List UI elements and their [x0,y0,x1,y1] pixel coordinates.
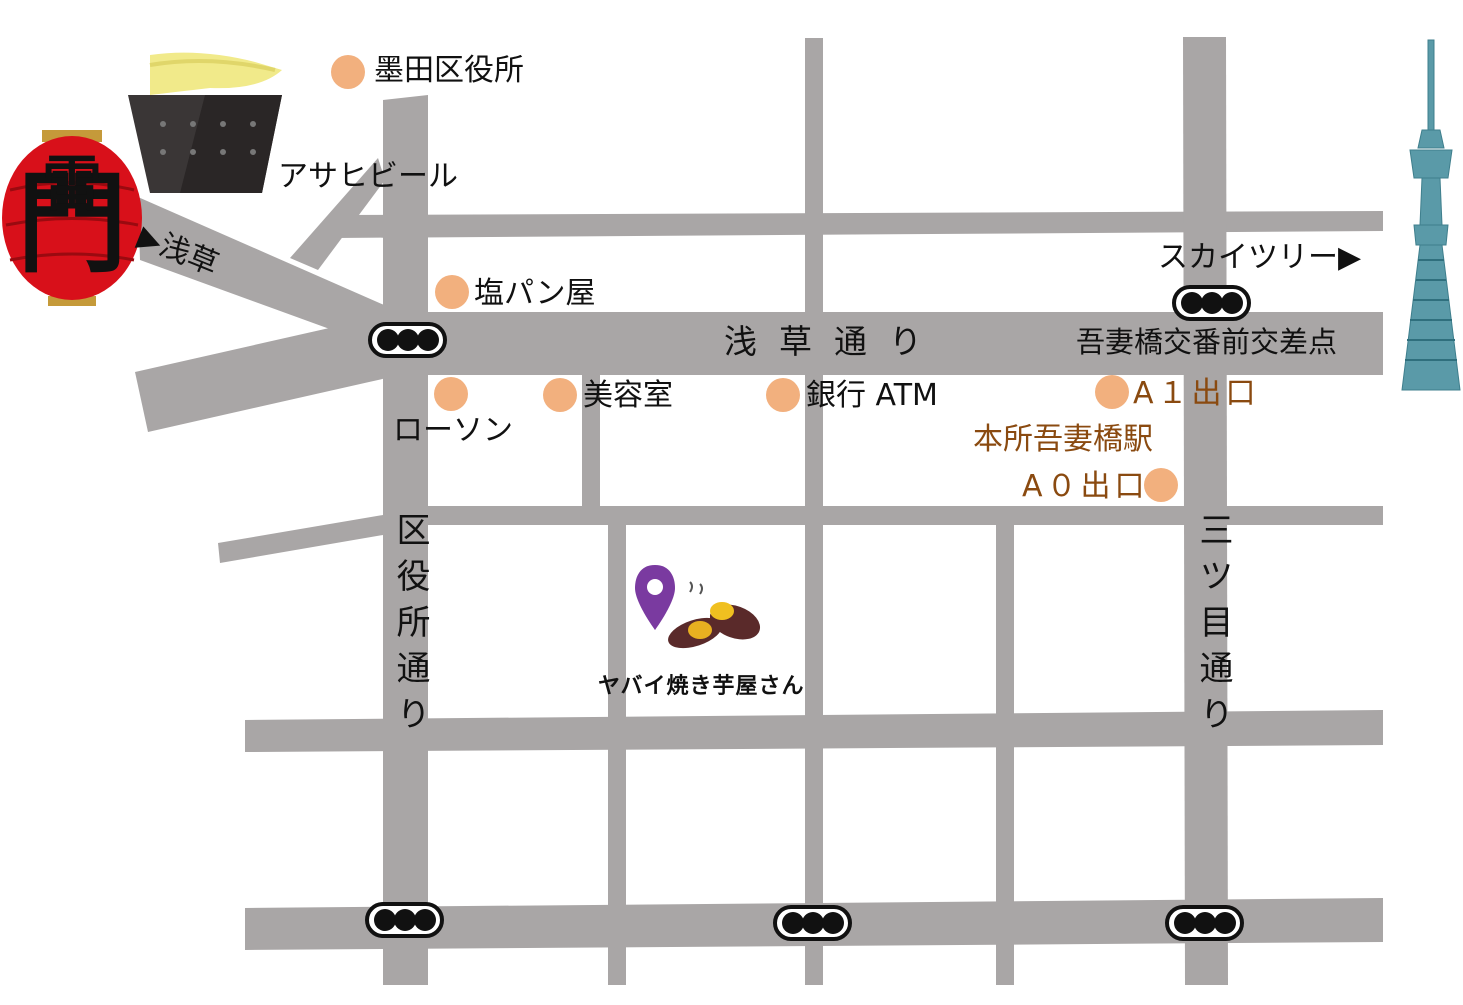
poi-dot-lawson [434,377,468,411]
label-lawson: ローソン [393,413,513,448]
sweet-potato-icon [668,581,761,649]
label-asahi-beer: アサヒビール [278,159,458,194]
label-bank-atm: 銀行 ATM [806,378,938,413]
label-intersection: 吾妻橋交番前交差点 [1076,325,1338,359]
road-ne-diagonal [290,158,385,270]
traffic-lights [365,285,1251,941]
lantern-text: 門 [17,160,127,288]
kaminarimon-lantern-icon: 門 雷 [2,130,142,306]
road-horizontal-510 [428,506,1383,525]
svg-text:雷: 雷 [42,150,102,220]
road-west-short [218,515,383,563]
traffic-light-icon [773,905,852,941]
traffic-light-icon [1165,905,1244,941]
road-kuyakusho-dori [383,95,428,985]
asahi-beer-hall-icon [128,52,282,193]
traffic-light-icon [368,322,447,358]
location-pin-icon [635,565,675,630]
tokyo-skytree-icon [1401,39,1461,391]
traffic-light-icon [1172,285,1251,321]
road-upper-horizontal [335,211,1383,238]
poi-dots [331,55,1178,502]
poi-dot-ward-office [331,55,365,89]
road-vertical-608 [608,522,626,985]
road-horizontal-735 [245,710,1383,752]
traffic-light-icon [365,902,444,938]
poi-dot-shio-pan [435,275,469,309]
poi-dot-exit-a1 [1095,375,1129,409]
label-exit-a1: A１出口 [1133,376,1260,411]
road-vertical-996 [996,520,1014,985]
roads [135,37,1383,985]
road-label-kuyakusho-dori: 区役所通り [390,512,430,742]
label-station: 本所吾妻橋駅 [973,422,1153,457]
road-label-mitsume-dori: 三ツ目通り [1193,512,1233,742]
road-asakusa-diagonal [138,197,400,340]
poi-dot-bank [766,378,800,412]
road-vertical-583 [582,375,600,510]
road-label-asakusa-dori: 浅草通り [724,322,944,361]
label-sumida-ward-office: 墨田区役所 [374,53,524,88]
shop-name: ヤバイ焼き芋屋さん [598,674,805,699]
road-west-diagonal [135,312,400,432]
label-shio-pan: 塩パン屋 [474,276,596,311]
label-beauty-salon: 美容室 [583,378,673,413]
poi-dot-exit-a0 [1144,468,1178,502]
label-skytree-arrow: スカイツリー▶ [1158,240,1362,275]
label-exit-a0: A０出口 [1022,469,1149,504]
poi-dot-beauty-salon [543,378,577,412]
road-asakusa-dori [395,312,1383,375]
